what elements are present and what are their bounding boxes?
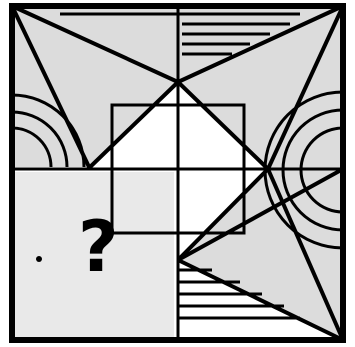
missing-cell-question-mark: ? [78,212,119,282]
small-dot [36,256,42,262]
lower-right-shade [178,167,343,340]
